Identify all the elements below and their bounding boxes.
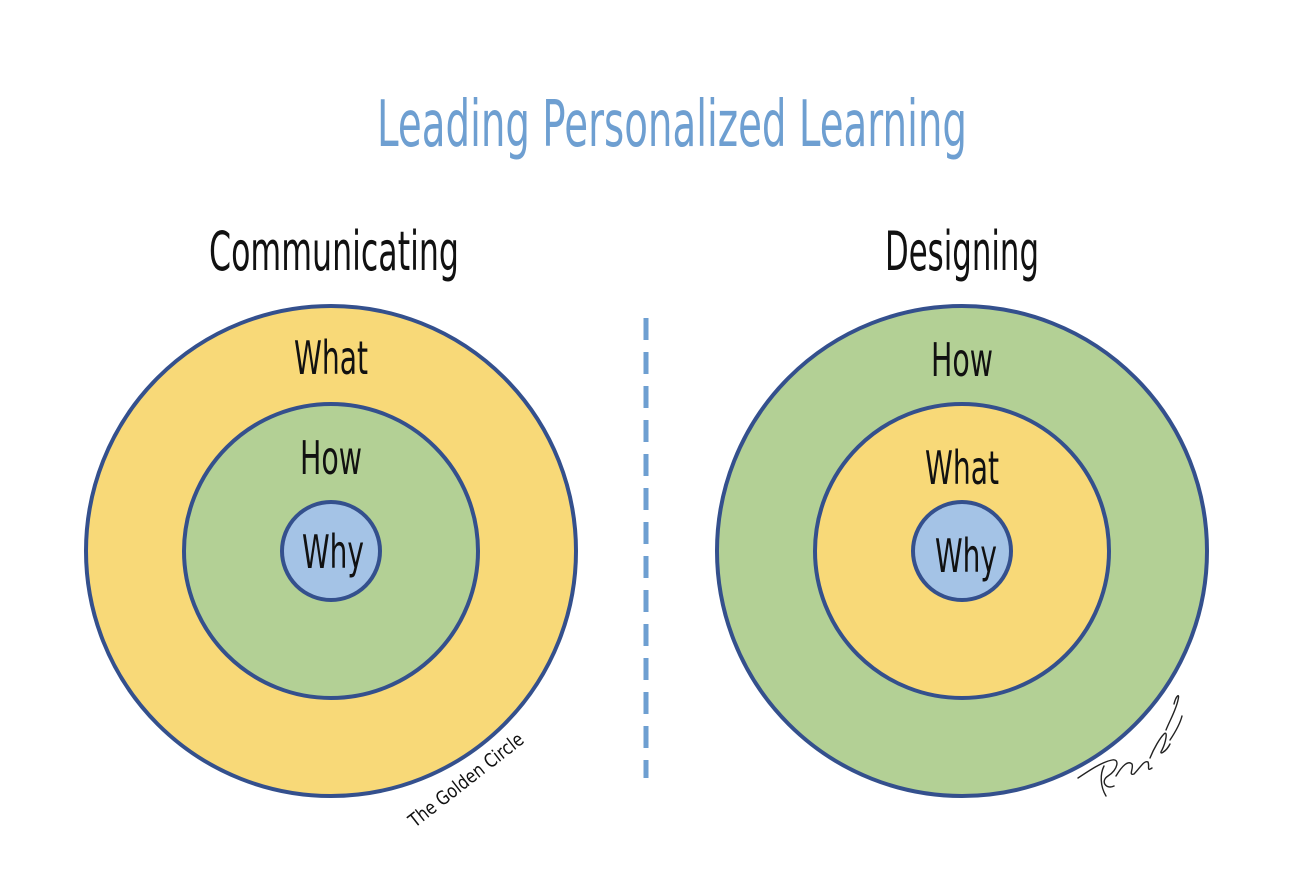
left-inner-label: Why — [302, 525, 364, 579]
page-title: Leading Personalized Learning — [377, 88, 967, 162]
right-inner-label: Why — [935, 529, 997, 583]
left-heading: Communicating — [209, 220, 459, 283]
left-inner-ring — [280, 500, 382, 602]
right-middle-label: What — [925, 441, 999, 495]
left-middle-label: How — [300, 431, 362, 485]
left-golden-circle: What How Why The Golden Circle — [84, 304, 578, 833]
right-heading: Designing — [885, 220, 1039, 283]
handwritten-signature-icon — [1077, 694, 1183, 797]
right-golden-circle: How What Why — [715, 304, 1209, 798]
right-inner-ring — [911, 500, 1013, 602]
right-outer-label: How — [931, 333, 993, 387]
left-outer-label: What — [294, 331, 368, 385]
